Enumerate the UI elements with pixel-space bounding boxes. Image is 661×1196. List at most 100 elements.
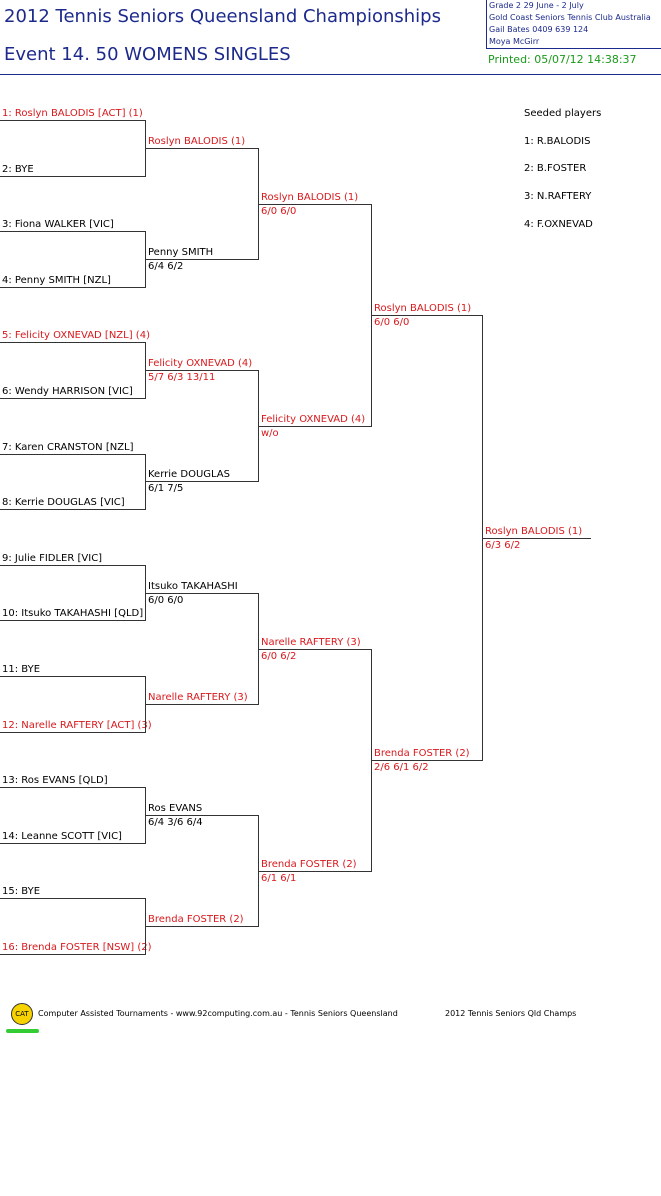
cat-logo-underline (6, 1029, 39, 1033)
tournament-title: 2012 Tennis Seniors Queensland Champions… (4, 6, 441, 27)
round3-score-3: 6/0 6/2 (261, 651, 297, 662)
entry-line (0, 732, 145, 733)
entry-line (0, 565, 145, 566)
round2-line (146, 704, 258, 705)
round3-winner-4: Brenda FOSTER (2) (261, 859, 357, 870)
round2-winner-8: Brenda FOSTER (2) (148, 914, 244, 925)
entry-line (0, 898, 145, 899)
round2-winner-4: Kerrie DOUGLAS (148, 469, 230, 480)
draw-entry-5: 5: Felicity OXNEVAD [NZL] (4) (2, 330, 150, 341)
round3-score-1: 6/0 6/0 (261, 206, 297, 217)
round4-score-2: 2/6 6/1 6/2 (374, 762, 429, 773)
champion-line (483, 538, 591, 539)
round2-line (146, 259, 258, 260)
entry-line (0, 454, 145, 455)
round4-winner-1: Roslyn BALODIS (1) (374, 303, 472, 314)
round2-line (146, 593, 258, 594)
round2-score-5: 6/0 6/0 (148, 595, 184, 606)
round4-line (372, 760, 482, 761)
round4-winner-2: Brenda FOSTER (2) (374, 748, 470, 759)
draw-entry-13: 13: Ros EVANS [QLD] (2, 775, 108, 786)
draw-entry-2: 2: BYE (2, 164, 34, 175)
draw-entry-1: 1: Roslyn BALODIS [ACT] (1) (2, 108, 143, 119)
cat-logo: CAT (11, 1003, 33, 1025)
round2-line (146, 370, 258, 371)
connector-r3 (371, 204, 372, 427)
round2-line (146, 926, 258, 927)
round3-winner-3: Narelle RAFTERY (3) (261, 637, 361, 648)
draw-entry-15: 15: BYE (2, 886, 41, 897)
round2-line (146, 148, 258, 149)
entry-line (0, 954, 145, 955)
round3-winner-1: Roslyn BALODIS (1) (261, 192, 359, 203)
round2-score-3: 5/7 6/3 13/11 (148, 372, 216, 383)
entry-line (0, 620, 145, 621)
footer-credits: Computer Assisted Tournaments - www.92co… (38, 1009, 398, 1018)
connector-r4 (482, 315, 483, 761)
entry-line (0, 398, 145, 399)
info-line-grade-dates: Grade 2 29 June - 2 July (489, 1, 584, 10)
draw-entry-9: 9: Julie FIDLER [VIC] (2, 553, 103, 564)
round2-line (146, 815, 258, 816)
footer-event: 2012 Tennis Seniors Qld Champs (445, 1009, 577, 1018)
entry-line (0, 676, 145, 677)
round2-winner-7: Ros EVANS (148, 803, 203, 814)
draw-entry-7: 7: Karen CRANSTON [NZL] (2, 442, 134, 453)
round2-score-7: 6/4 3/6 6/4 (148, 817, 203, 828)
connector-r1 (145, 454, 146, 510)
draw-entry-12: 12: Narelle RAFTERY [ACT] (3) (2, 720, 152, 731)
round2-line (146, 481, 258, 482)
draw-entry-14: 14: Leanne SCOTT [VIC] (2, 831, 122, 842)
draw-entry-6: 6: Wendy HARRISON [VIC] (2, 386, 133, 397)
connector-r1 (145, 787, 146, 844)
round3-winner-2: Felicity OXNEVAD (4) (261, 414, 366, 425)
connector-r1 (145, 565, 146, 621)
round2-winner-5: Itsuko TAKAHASHI (148, 581, 238, 592)
round3-score-4: 6/1 6/1 (261, 873, 297, 884)
champion-score: 6/3 6/2 (485, 540, 521, 551)
round4-score-1: 6/0 6/0 (374, 317, 410, 328)
draw-entry-8: 8: Kerrie DOUGLAS [VIC] (2, 497, 125, 508)
tournament-info-box: Grade 2 29 June - 2 July Gold Coast Seni… (486, 0, 661, 49)
entry-line (0, 120, 145, 121)
round3-line (259, 649, 371, 650)
round3-score-2: w/o (261, 428, 279, 439)
header-divider (0, 74, 661, 75)
round2-winner-3: Felicity OXNEVAD (4) (148, 358, 253, 369)
connector-r1 (145, 231, 146, 288)
draw-entry-11: 11: BYE (2, 664, 41, 675)
info-line-venue: Gold Coast Seniors Tennis Club Australia (489, 13, 651, 22)
entry-line (0, 176, 145, 177)
round2-score-4: 6/1 7/5 (148, 483, 184, 494)
connector-r1 (145, 342, 146, 399)
champion-name: Roslyn BALODIS (1) (485, 526, 583, 537)
entry-line (0, 287, 145, 288)
round2-winner-2: Penny SMITH (148, 247, 214, 258)
connector-r3 (371, 649, 372, 872)
event-title: Event 14. 50 WOMENS SINGLES (4, 44, 291, 65)
entry-line (0, 787, 145, 788)
round3-line (259, 426, 371, 427)
round2-score-2: 6/4 6/2 (148, 261, 184, 272)
round3-line (259, 871, 371, 872)
connector-r2 (258, 370, 259, 482)
entry-line (0, 843, 145, 844)
printed-timestamp: Printed: 05/07/12 14:38:37 (488, 53, 637, 66)
round2-winner-1: Roslyn BALODIS (1) (148, 136, 246, 147)
draw-entry-10: 10: Itsuko TAKAHASHI [QLD] (2, 608, 144, 619)
round3-line (259, 204, 371, 205)
entry-line (0, 231, 145, 232)
seeded-player-1: 1: R.BALODIS (524, 136, 591, 147)
draw-entry-3: 3: Fiona WALKER [VIC] (2, 219, 114, 230)
seeded-player-4: 4: F.OXNEVAD (524, 219, 593, 230)
connector-r1 (145, 898, 146, 955)
entry-line (0, 509, 145, 510)
connector-r1 (145, 120, 146, 177)
draw-entry-4: 4: Penny SMITH [NZL] (2, 275, 111, 286)
info-line-contact: Gail Bates 0409 639 124 (489, 25, 589, 34)
connector-r2 (258, 148, 259, 260)
connector-r2 (258, 593, 259, 705)
seeded-players-heading: Seeded players (524, 108, 602, 119)
seeded-player-2: 2: B.FOSTER (524, 163, 587, 174)
round2-winner-6: Narelle RAFTERY (3) (148, 692, 248, 703)
